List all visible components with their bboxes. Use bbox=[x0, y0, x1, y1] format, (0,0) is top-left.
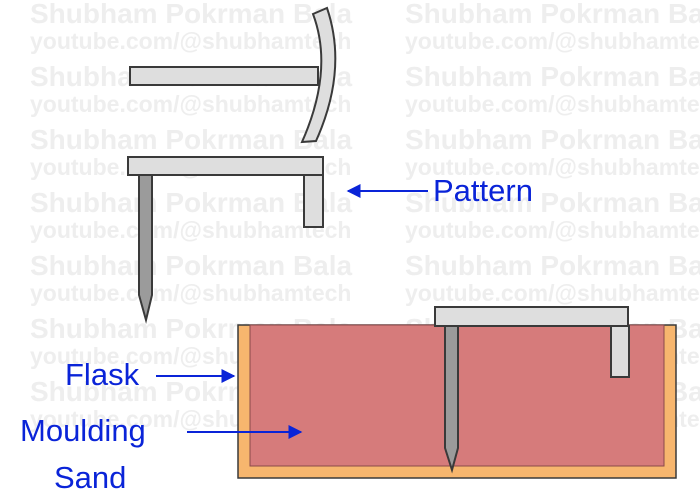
nail-shaft bbox=[138, 174, 153, 324]
embedded-pattern bbox=[434, 306, 630, 474]
pattern-piece bbox=[127, 156, 324, 324]
label-moulding: Moulding bbox=[20, 413, 146, 448]
label-sand: Sand bbox=[54, 460, 127, 495]
label-pattern: Pattern bbox=[433, 173, 533, 208]
hammer-handle bbox=[129, 66, 319, 86]
embedded-pattern-leg bbox=[610, 325, 630, 378]
hammer-head bbox=[300, 6, 337, 144]
hammer bbox=[129, 6, 337, 144]
label-flask: Flask bbox=[65, 357, 140, 392]
pattern-top-bar bbox=[127, 156, 324, 176]
embedded-nail bbox=[444, 325, 459, 474]
embedded-pattern-top-bar bbox=[434, 306, 629, 327]
pattern-leg bbox=[303, 174, 324, 228]
